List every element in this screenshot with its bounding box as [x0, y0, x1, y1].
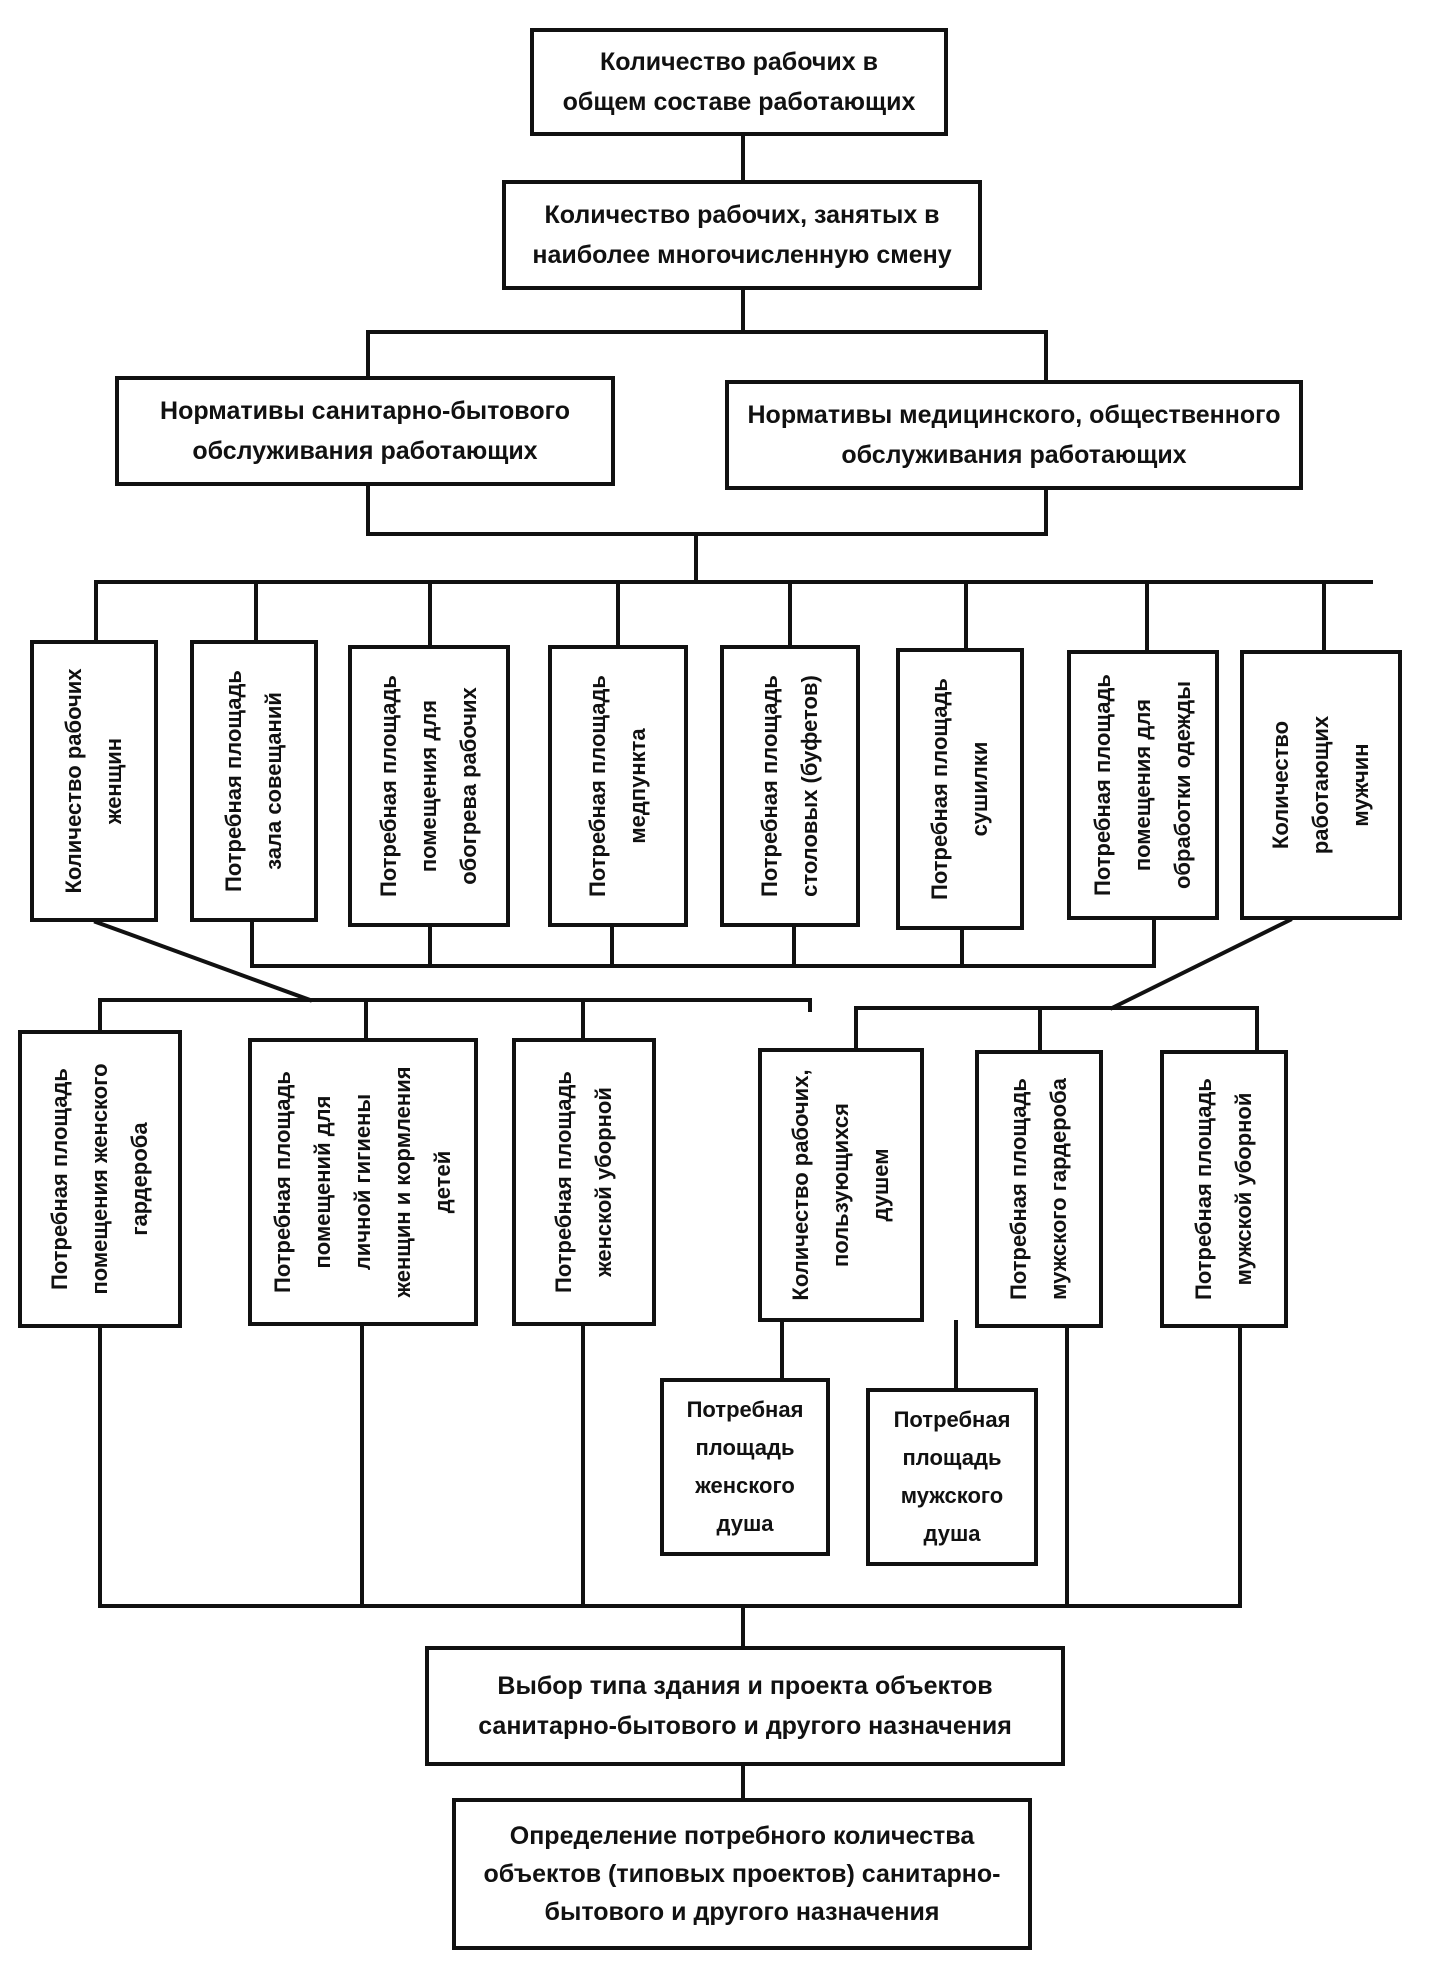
connector-line [1109, 917, 1293, 1011]
node-label-line: женского [695, 1473, 795, 1498]
node-label-line: площадь [902, 1445, 1002, 1470]
node-meeting-hall-text: Потребная площадь зала совещаний [214, 670, 294, 892]
node-label-line: Потребная площадь [221, 670, 246, 892]
node-women-shower: Потребная площадь женского душа [660, 1378, 830, 1556]
node-label-line: обслуживания работающих [841, 441, 1187, 469]
node-label-line: помещений для [310, 1095, 335, 1269]
node-shower-users-text: Количество рабочих, пользующихся душем [781, 1069, 901, 1300]
node-label-line: Потребная площадь [757, 675, 782, 897]
node-label-line: Определение потребного количества [509, 1822, 975, 1850]
node-objects-count: Определение потребного количества объекто… [452, 1798, 1032, 1950]
node-workers-total: Количество рабочих в общем составе работа… [530, 28, 948, 136]
node-label-line: женской уборной [591, 1087, 616, 1277]
node-women-wardrobe: Потребная площадь помещения женского гарде… [18, 1030, 182, 1328]
node-label-line: бытового и другого назначения [544, 1898, 940, 1926]
node-label-line: душа [923, 1521, 981, 1546]
node-dryer: Потребная площадь сушилки [896, 648, 1024, 930]
node-men-wardrobe: Потребная площадь мужского гардероба [975, 1050, 1103, 1328]
node-clothes-processing: Потребная площадь помещения для обработки … [1067, 650, 1219, 920]
node-label-line: Количество [1268, 720, 1293, 850]
node-label-line: мужчин [1348, 743, 1373, 827]
node-label-line: медпункта [625, 728, 650, 844]
node-women-toilet-text: Потребная площадь женской уборной [544, 1071, 624, 1293]
node-label-line: Потребная площадь [551, 1071, 576, 1293]
node-medpoint-text: Потребная площадь медпункта [578, 675, 658, 897]
node-label-line: помещения женского [87, 1063, 112, 1295]
node-label-line: душем [868, 1148, 893, 1222]
node-label-line: Потребная [686, 1397, 804, 1422]
node-label-line: обслуживания работающих [192, 437, 538, 465]
node-label-line: женщин и кормления [390, 1066, 415, 1298]
node-label-line: Потребная площадь [270, 1071, 295, 1293]
node-men-count: Количество работающих мужчин [1240, 650, 1402, 920]
node-label-line: Количество рабочих [61, 668, 86, 894]
node-label-line: работающих [1308, 715, 1333, 855]
node-label-line: Количество рабочих, [788, 1069, 813, 1301]
node-label-line: помещения для [416, 699, 441, 873]
node-label-line: Потребная площадь [376, 675, 401, 897]
node-label-line: объектов (типовых проектов) санитарно- [483, 1860, 1001, 1888]
node-label-line: Потребная площадь [1090, 674, 1115, 896]
node-canteens-text: Потребная площадь столовых (буфетов) [750, 675, 830, 897]
node-label-line: общем составе работающих [562, 88, 916, 116]
node-label-line: санитарно-бытового и другого назначения [478, 1712, 1012, 1740]
node-label-line: столовых (буфетов) [797, 675, 822, 897]
node-clothes-processing-text: Потребная площадь помещения для обработки … [1083, 674, 1203, 896]
node-heating-room-text: Потребная площадь помещения для обогрева р… [369, 675, 489, 897]
node-label-line: Потребная площадь [1191, 1078, 1216, 1300]
node-label-line: Количество рабочих, занятых в [544, 201, 940, 229]
node-women-hygiene-text: Потребная площадь помещений для личной гиг… [263, 1066, 463, 1297]
node-norms-sanitary: Нормативы санитарно-бытового обслуживания… [115, 376, 615, 486]
node-label-line: мужской уборной [1231, 1092, 1256, 1286]
node-label-line: помещения для [1130, 698, 1155, 872]
node-label-line: зала совещаний [261, 692, 286, 870]
node-label-line: мужского [900, 1483, 1004, 1508]
node-label-line: душа [716, 1511, 774, 1536]
node-label-line: Потребная площадь [47, 1068, 72, 1290]
node-men-count-text: Количество работающих мужчин [1261, 716, 1381, 854]
node-medpoint: Потребная площадь медпункта [548, 645, 688, 927]
node-label-line: гардероба [127, 1122, 152, 1236]
node-men-toilet-text: Потребная площадь мужской уборной [1184, 1078, 1264, 1300]
node-label-line: Потребная площадь [585, 675, 610, 897]
node-men-wardrobe-text: Потребная площадь мужского гардероба [999, 1078, 1079, 1300]
node-meeting-hall: Потребная площадь зала совещаний [190, 640, 318, 922]
node-label-line: личной гигиены [350, 1093, 375, 1271]
node-label-line: детей [430, 1150, 455, 1214]
node-label-line: пользующихся [828, 1103, 853, 1267]
node-women-count: Количество рабочих женщин [30, 640, 158, 922]
node-canteens: Потребная площадь столовых (буфетов) [720, 645, 860, 927]
node-label-line: Потребная [893, 1407, 1011, 1432]
node-shower-users: Количество рабочих, пользующихся душем [758, 1048, 924, 1322]
node-label-line: Количество рабочих в [599, 48, 878, 76]
node-label-line: Выбор типа здания и проекта объектов [497, 1672, 993, 1700]
connector-line [93, 919, 313, 1003]
node-women-toilet: Потребная площадь женской уборной [512, 1038, 656, 1326]
node-norms-medical: Нормативы медицинского, общественного обс… [725, 380, 1303, 490]
node-label-line: Потребная площадь [1006, 1078, 1031, 1300]
node-dryer-text: Потребная площадь сушилки [920, 678, 1000, 900]
node-women-wardrobe-text: Потребная площадь помещения женского гарде… [40, 1063, 160, 1294]
node-workers-max-shift: Количество рабочих, занятых в наиболее мн… [502, 180, 982, 290]
node-label-line: Нормативы санитарно-бытового [160, 397, 570, 425]
node-heating-room: Потребная площадь помещения для обогрева р… [348, 645, 510, 927]
node-label-line: Нормативы медицинского, общественного [747, 401, 1281, 429]
node-label-line: обработки одежды [1170, 680, 1195, 890]
node-women-count-text: Количество рабочих женщин [54, 668, 134, 893]
node-label-line: обогрева рабочих [456, 687, 481, 885]
node-label-line: Потребная площадь [927, 678, 952, 900]
node-building-choice: Выбор типа здания и проекта объектов сани… [425, 1646, 1065, 1766]
node-men-shower: Потребная площадь мужского душа [866, 1388, 1038, 1566]
node-label-line: площадь [695, 1435, 795, 1460]
node-men-toilet: Потребная площадь мужской уборной [1160, 1050, 1288, 1328]
node-label-line: наиболее многочисленную смену [532, 241, 952, 269]
node-label-line: мужского гардероба [1046, 1078, 1071, 1300]
node-label-line: женщин [101, 737, 126, 825]
node-label-line: сушилки [967, 741, 992, 837]
node-women-hygiene: Потребная площадь помещений для личной гиг… [248, 1038, 478, 1326]
